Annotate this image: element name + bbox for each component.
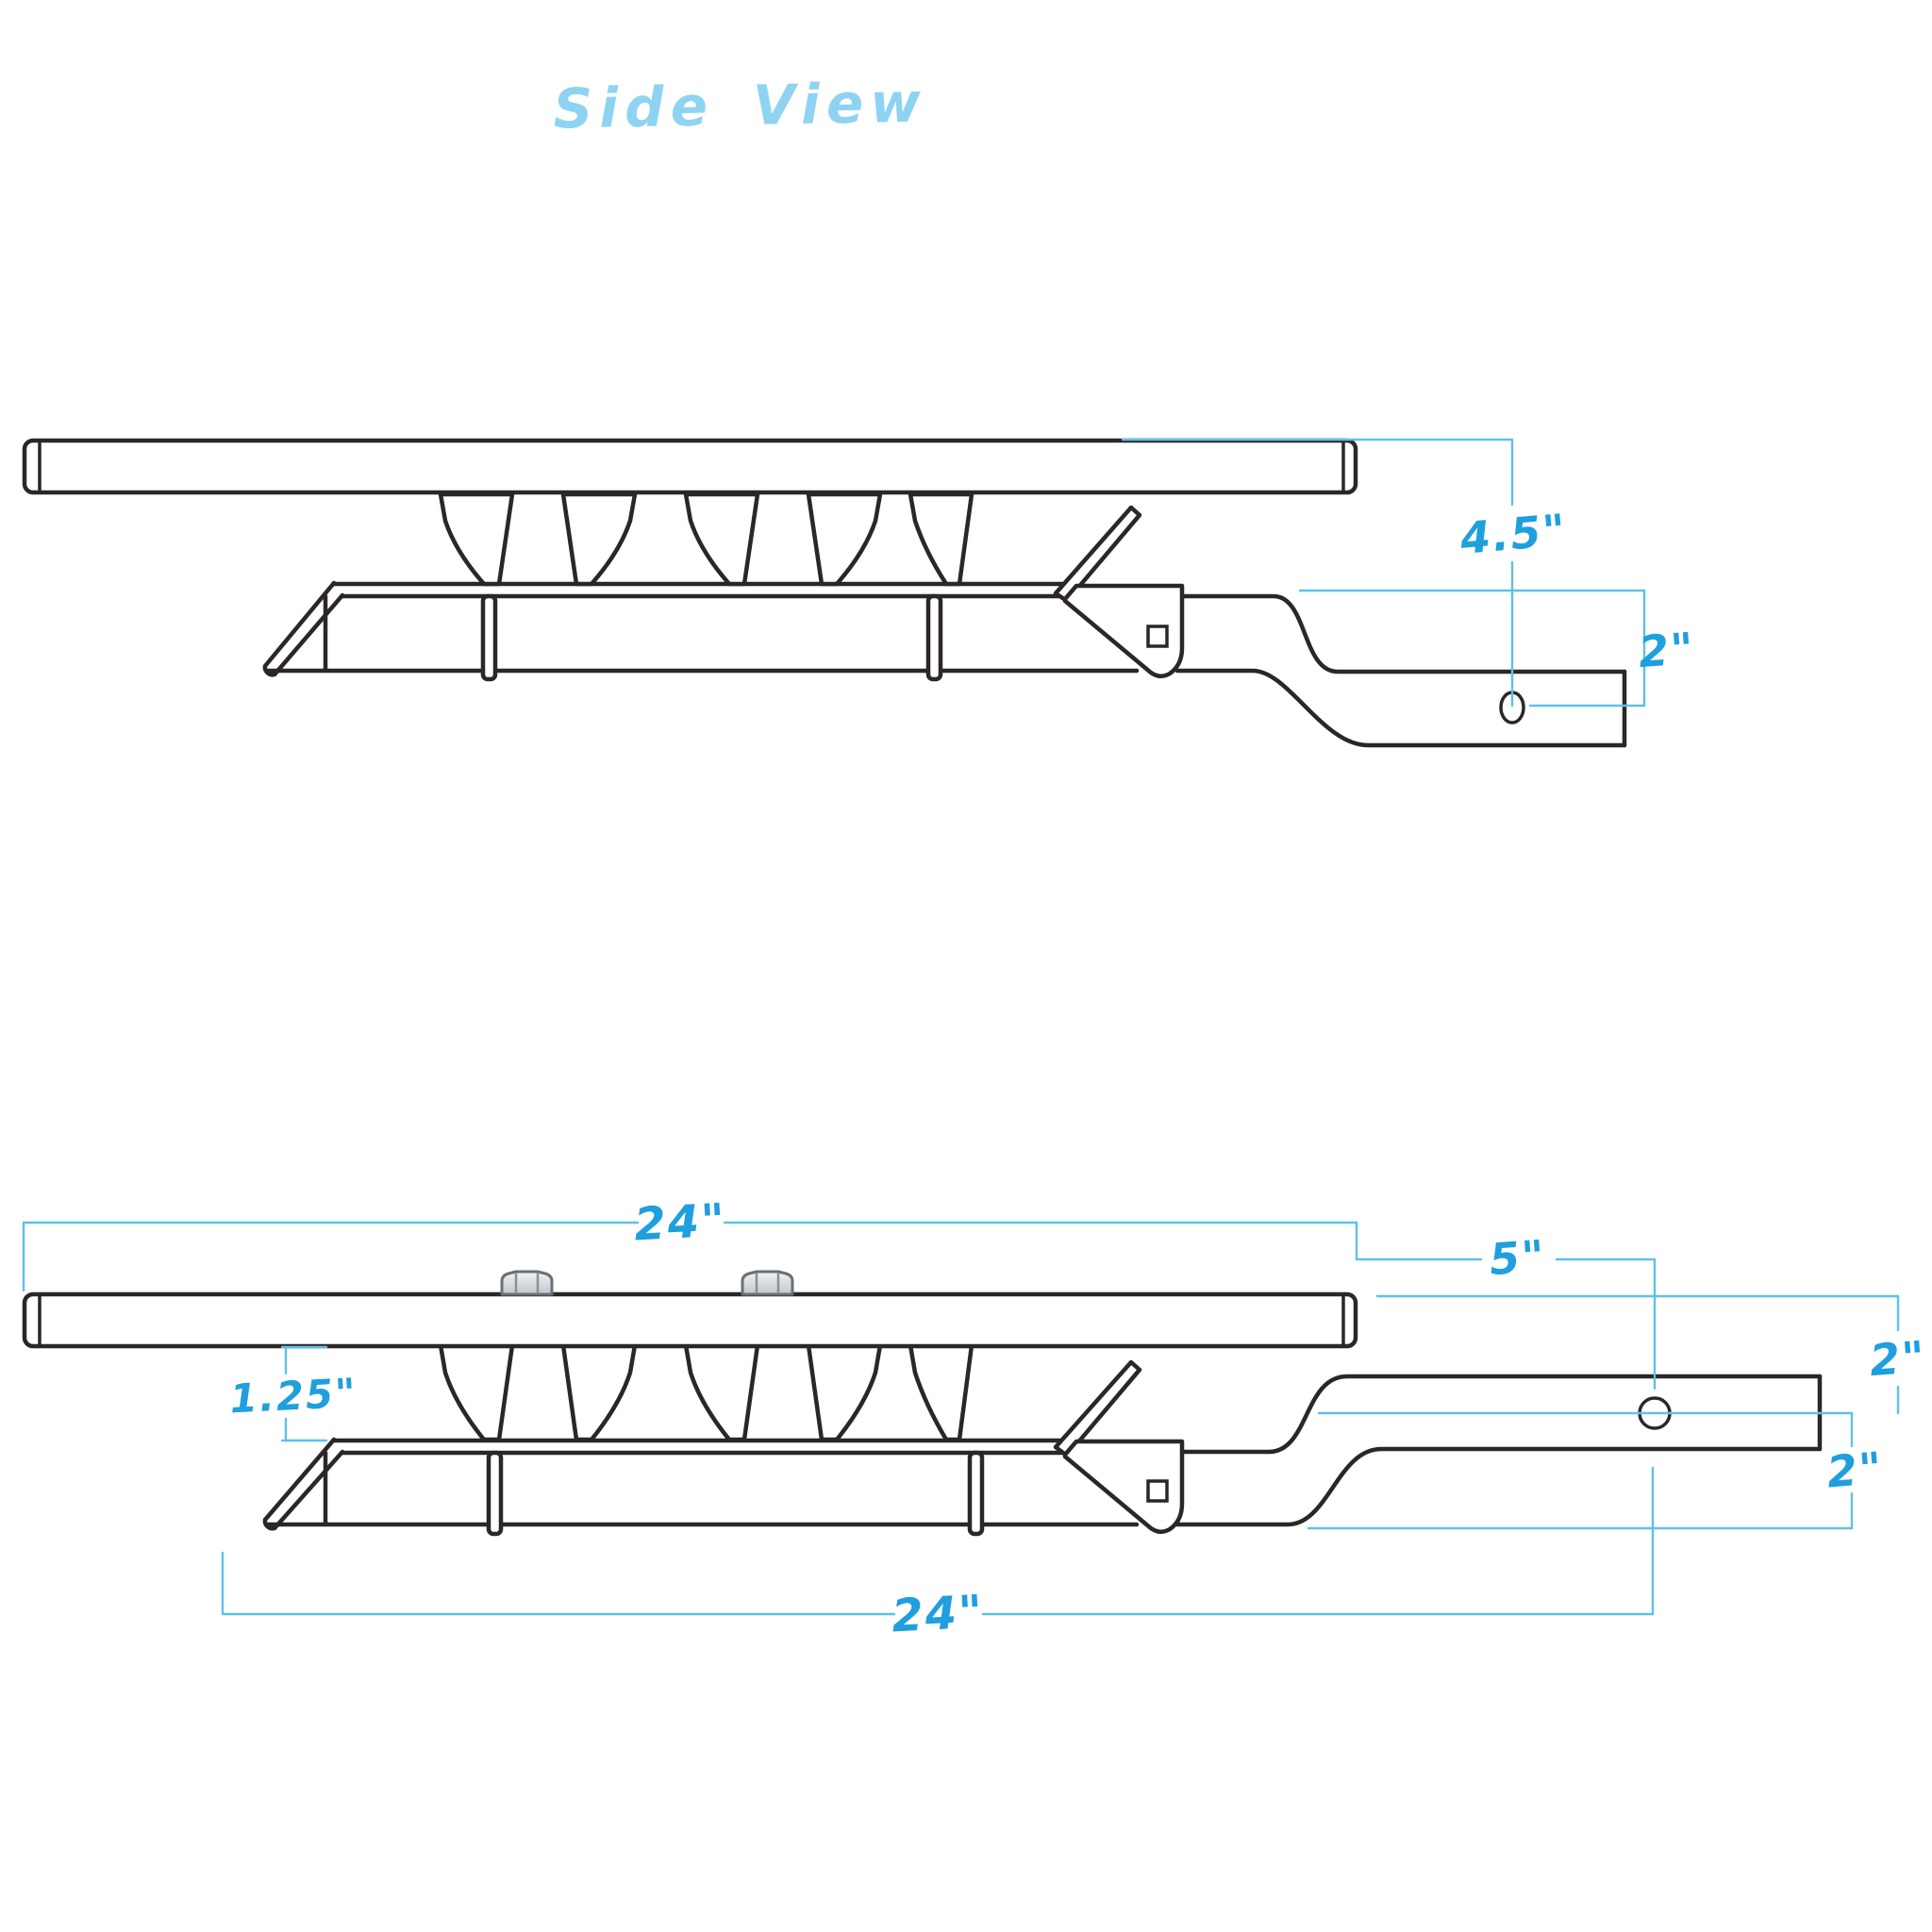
view-bottom-drawing: 24" 5" 2" 2" 1 (22, 1194, 1928, 1643)
view-top-drawing: 4.5" 2" (22, 438, 1697, 748)
bottom-hitch-arm (1174, 1374, 1823, 1527)
top-rail-ski-tip (262, 580, 345, 677)
bottom-diagonal-strut (1053, 1359, 1142, 1458)
hex-nut (500, 1270, 554, 1296)
bottom-dim-offset: 1.25" (228, 1345, 358, 1442)
bolt-nut-1 (500, 1270, 554, 1296)
bottom-lower-rail (262, 1437, 1140, 1537)
top-gussets (438, 491, 974, 587)
bottom-bracket-plate (1062, 1439, 1185, 1534)
bottom-arm-upper-edge (1179, 1374, 1823, 1455)
top-bracket-plate (1062, 583, 1185, 678)
bottom-dim-extension: 5" (1355, 1230, 1657, 1391)
gusset (438, 1342, 515, 1442)
top-rail-divider-2 (925, 593, 943, 682)
top-arm-lower-edge (1174, 668, 1627, 748)
bottom-dim-length-bottom: 24" (221, 1466, 1655, 1643)
bottom-dim-rise: 2" (1375, 1294, 1928, 1415)
bottom-rail-divider-1 (486, 1450, 504, 1537)
top-dim-receiver: 2" (1298, 589, 1697, 708)
gusset (806, 1342, 883, 1442)
top-bracket-square-hole (1146, 625, 1169, 648)
bottom-platform-bar (22, 1291, 1358, 1349)
gusset (806, 491, 883, 587)
top-hitch-arm (1174, 593, 1627, 748)
bottom-dim-length-top: 24" (22, 1194, 1358, 1292)
top-bracket (1062, 583, 1185, 678)
gusset (560, 491, 638, 587)
bottom-arm-lower-edge (1174, 1446, 1823, 1527)
dim-label-top-drop: 4.5" (1457, 504, 1570, 564)
bottom-dim-drop: 2" (1307, 1411, 1886, 1530)
top-lower-rail (262, 580, 1140, 682)
bottom-gussets (438, 1342, 974, 1442)
gusset (683, 491, 760, 587)
hex-nut-facets (514, 1273, 540, 1293)
gusset (683, 1342, 760, 1442)
gusset (560, 1342, 638, 1442)
dim-label-length-top: 24" (633, 1194, 728, 1252)
gusset (908, 1342, 974, 1442)
bottom-bracket (1062, 1439, 1185, 1534)
bottom-bracket-square-hole (1146, 1479, 1169, 1503)
hex-nut (741, 1270, 794, 1296)
dim-label-drop: 2" (1824, 1442, 1885, 1498)
top-dim-drop: 4.5" (1121, 438, 1570, 708)
top-platform-rect (22, 438, 1358, 495)
top-arm-upper-edge (1179, 593, 1627, 675)
page-title: Side View (553, 71, 928, 142)
dim-label-offset: 1.25" (228, 1370, 358, 1423)
top-rail-divider-1 (480, 593, 498, 682)
gusset (908, 491, 974, 587)
dim-label-extension: 5" (1488, 1230, 1548, 1285)
dim-label-rise: 2" (1868, 1331, 1928, 1386)
bottom-platform-rect (22, 1291, 1358, 1349)
hex-nut-facets (755, 1273, 780, 1293)
bottom-rail-ski-tip (262, 1437, 345, 1531)
top-platform-bar (22, 438, 1358, 495)
dim-label-length-bottom: 24" (891, 1586, 986, 1643)
gusset (438, 491, 515, 587)
bottom-rail-divider-2 (967, 1450, 985, 1537)
bolt-nut-2 (741, 1270, 794, 1296)
dim-label-top-receiver: 2" (1637, 623, 1697, 677)
